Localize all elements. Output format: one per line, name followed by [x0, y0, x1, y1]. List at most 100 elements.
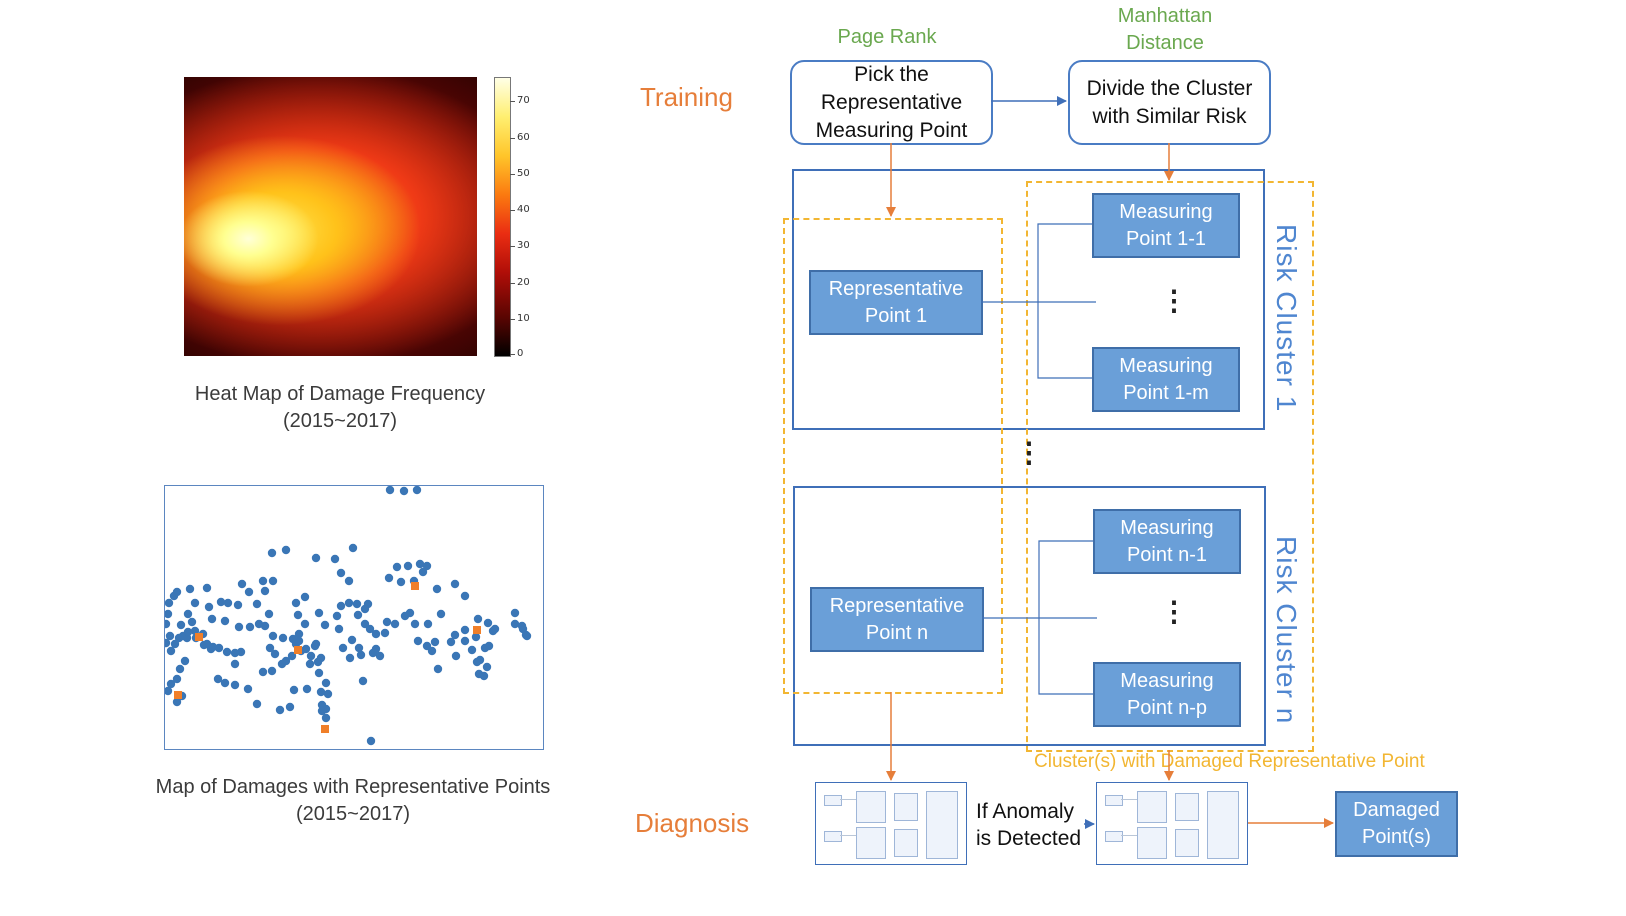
damage-point — [356, 650, 366, 660]
representative-point-marker — [321, 725, 329, 733]
colorbar-tick — [510, 319, 515, 320]
damage-point — [400, 611, 410, 621]
rep1-line2: Point 1 — [864, 304, 928, 327]
damaged-line1: Damaged — [1353, 799, 1440, 821]
damage-point — [252, 599, 262, 609]
damage-point — [384, 573, 394, 583]
colorbar-tick-label: 50 — [517, 168, 530, 179]
damage-point — [294, 636, 304, 646]
colorbar-tick — [510, 283, 515, 284]
damage-point — [418, 567, 428, 577]
damage-point — [473, 614, 483, 624]
heatmap-caption-line1: Heat Map of Damage Frequency — [194, 383, 486, 405]
colorbar-tick-label: 0 — [517, 348, 524, 359]
damage-point — [345, 653, 355, 663]
damage-point — [213, 674, 223, 684]
representative-point-marker — [195, 633, 203, 641]
damage-point — [344, 598, 354, 608]
damage-point — [330, 554, 340, 564]
damage-point — [293, 610, 303, 620]
colorbar-tick — [510, 101, 515, 102]
rep1-line1: Representative — [828, 277, 964, 300]
damage-point — [365, 624, 375, 634]
representative-point-marker — [174, 691, 182, 699]
damage-point — [412, 486, 422, 495]
damage-point — [245, 622, 255, 632]
heatmap-colorbar — [494, 77, 511, 357]
risk-cluster-n-label: Risk Cluster n — [1271, 536, 1302, 725]
damage-point — [165, 631, 175, 641]
damage-point — [165, 598, 174, 608]
thumbnail-box — [1207, 791, 1239, 859]
damage-point — [305, 659, 315, 669]
training-label: Training — [640, 82, 733, 112]
damage-point — [165, 609, 173, 619]
damage-point — [220, 616, 230, 626]
diagnosis-label: Diagnosis — [635, 808, 750, 838]
damage-point — [347, 635, 357, 645]
damage-point — [199, 640, 209, 650]
thumbnail-line — [1121, 799, 1137, 800]
damage-point — [403, 561, 413, 571]
manhattan-line2: Distance — [1126, 32, 1204, 54]
damage-point — [382, 617, 392, 627]
damage-point — [306, 651, 316, 661]
damage-point — [334, 624, 344, 634]
thumbnail-box — [856, 827, 886, 859]
damage-point — [510, 608, 520, 618]
representative-point-marker — [294, 646, 302, 654]
damaged-cluster-thumbnail — [1096, 782, 1248, 865]
colorbar-tick-label: 40 — [517, 204, 530, 215]
thumbnail-box — [1105, 795, 1123, 806]
damage-point — [277, 659, 287, 669]
damage-point — [430, 637, 440, 647]
damage-point — [311, 553, 321, 563]
mp1m-line1: Measuring — [1119, 354, 1213, 377]
repn-line1: Representative — [829, 594, 965, 617]
damaged-cluster-note: Cluster(s) with Damaged Representative P… — [1034, 751, 1425, 772]
thumbnail-box — [894, 793, 918, 821]
damage-scatter-map — [164, 485, 544, 750]
scatter-caption-line2: (2015~2017) — [296, 803, 410, 825]
damage-point — [268, 576, 278, 586]
cluster-diagram-thumbnail — [815, 782, 967, 865]
colorbar-tick — [510, 246, 515, 247]
damage-point — [265, 643, 275, 653]
divide-line1: Divide the Cluster — [1086, 76, 1253, 100]
damage-point — [183, 609, 193, 619]
damage-point — [172, 674, 182, 684]
damage-point — [300, 592, 310, 602]
colorbar-tick — [510, 174, 515, 175]
damaged-points-result: Damaged Point(s) — [1335, 791, 1458, 857]
damage-point — [479, 671, 489, 681]
damage-point — [375, 651, 385, 661]
representative-point-n: Representative Point n — [810, 587, 984, 652]
damage-point — [270, 649, 280, 659]
page-rank-label: Page Rank — [837, 26, 937, 48]
damage-point — [237, 579, 247, 589]
damage-point — [490, 624, 500, 634]
thumbnail-box — [1137, 827, 1167, 859]
damage-point — [338, 643, 348, 653]
representative-point-1: Representative Point 1 — [809, 270, 983, 335]
damage-point — [175, 664, 185, 674]
damage-point — [399, 486, 409, 496]
damage-point — [320, 620, 330, 630]
damage-point — [310, 641, 320, 651]
clustern-bracket — [1038, 540, 1093, 695]
damage-point — [165, 638, 171, 648]
damage-point — [451, 651, 461, 661]
thumbnail-box — [1175, 829, 1199, 857]
thumbnail-box — [824, 831, 842, 842]
damage-point — [275, 705, 285, 715]
heatmap-caption-line2: (2015~2017) — [283, 410, 397, 432]
damage-point — [317, 700, 327, 710]
damage-point — [187, 617, 197, 627]
damage-point — [332, 611, 342, 621]
damage-point — [358, 676, 368, 686]
damage-point — [344, 576, 354, 586]
pick-line2: Representative — [820, 90, 963, 114]
damage-point — [460, 625, 470, 635]
pick-line1: Pick the — [854, 62, 929, 86]
damage-point — [321, 713, 331, 723]
